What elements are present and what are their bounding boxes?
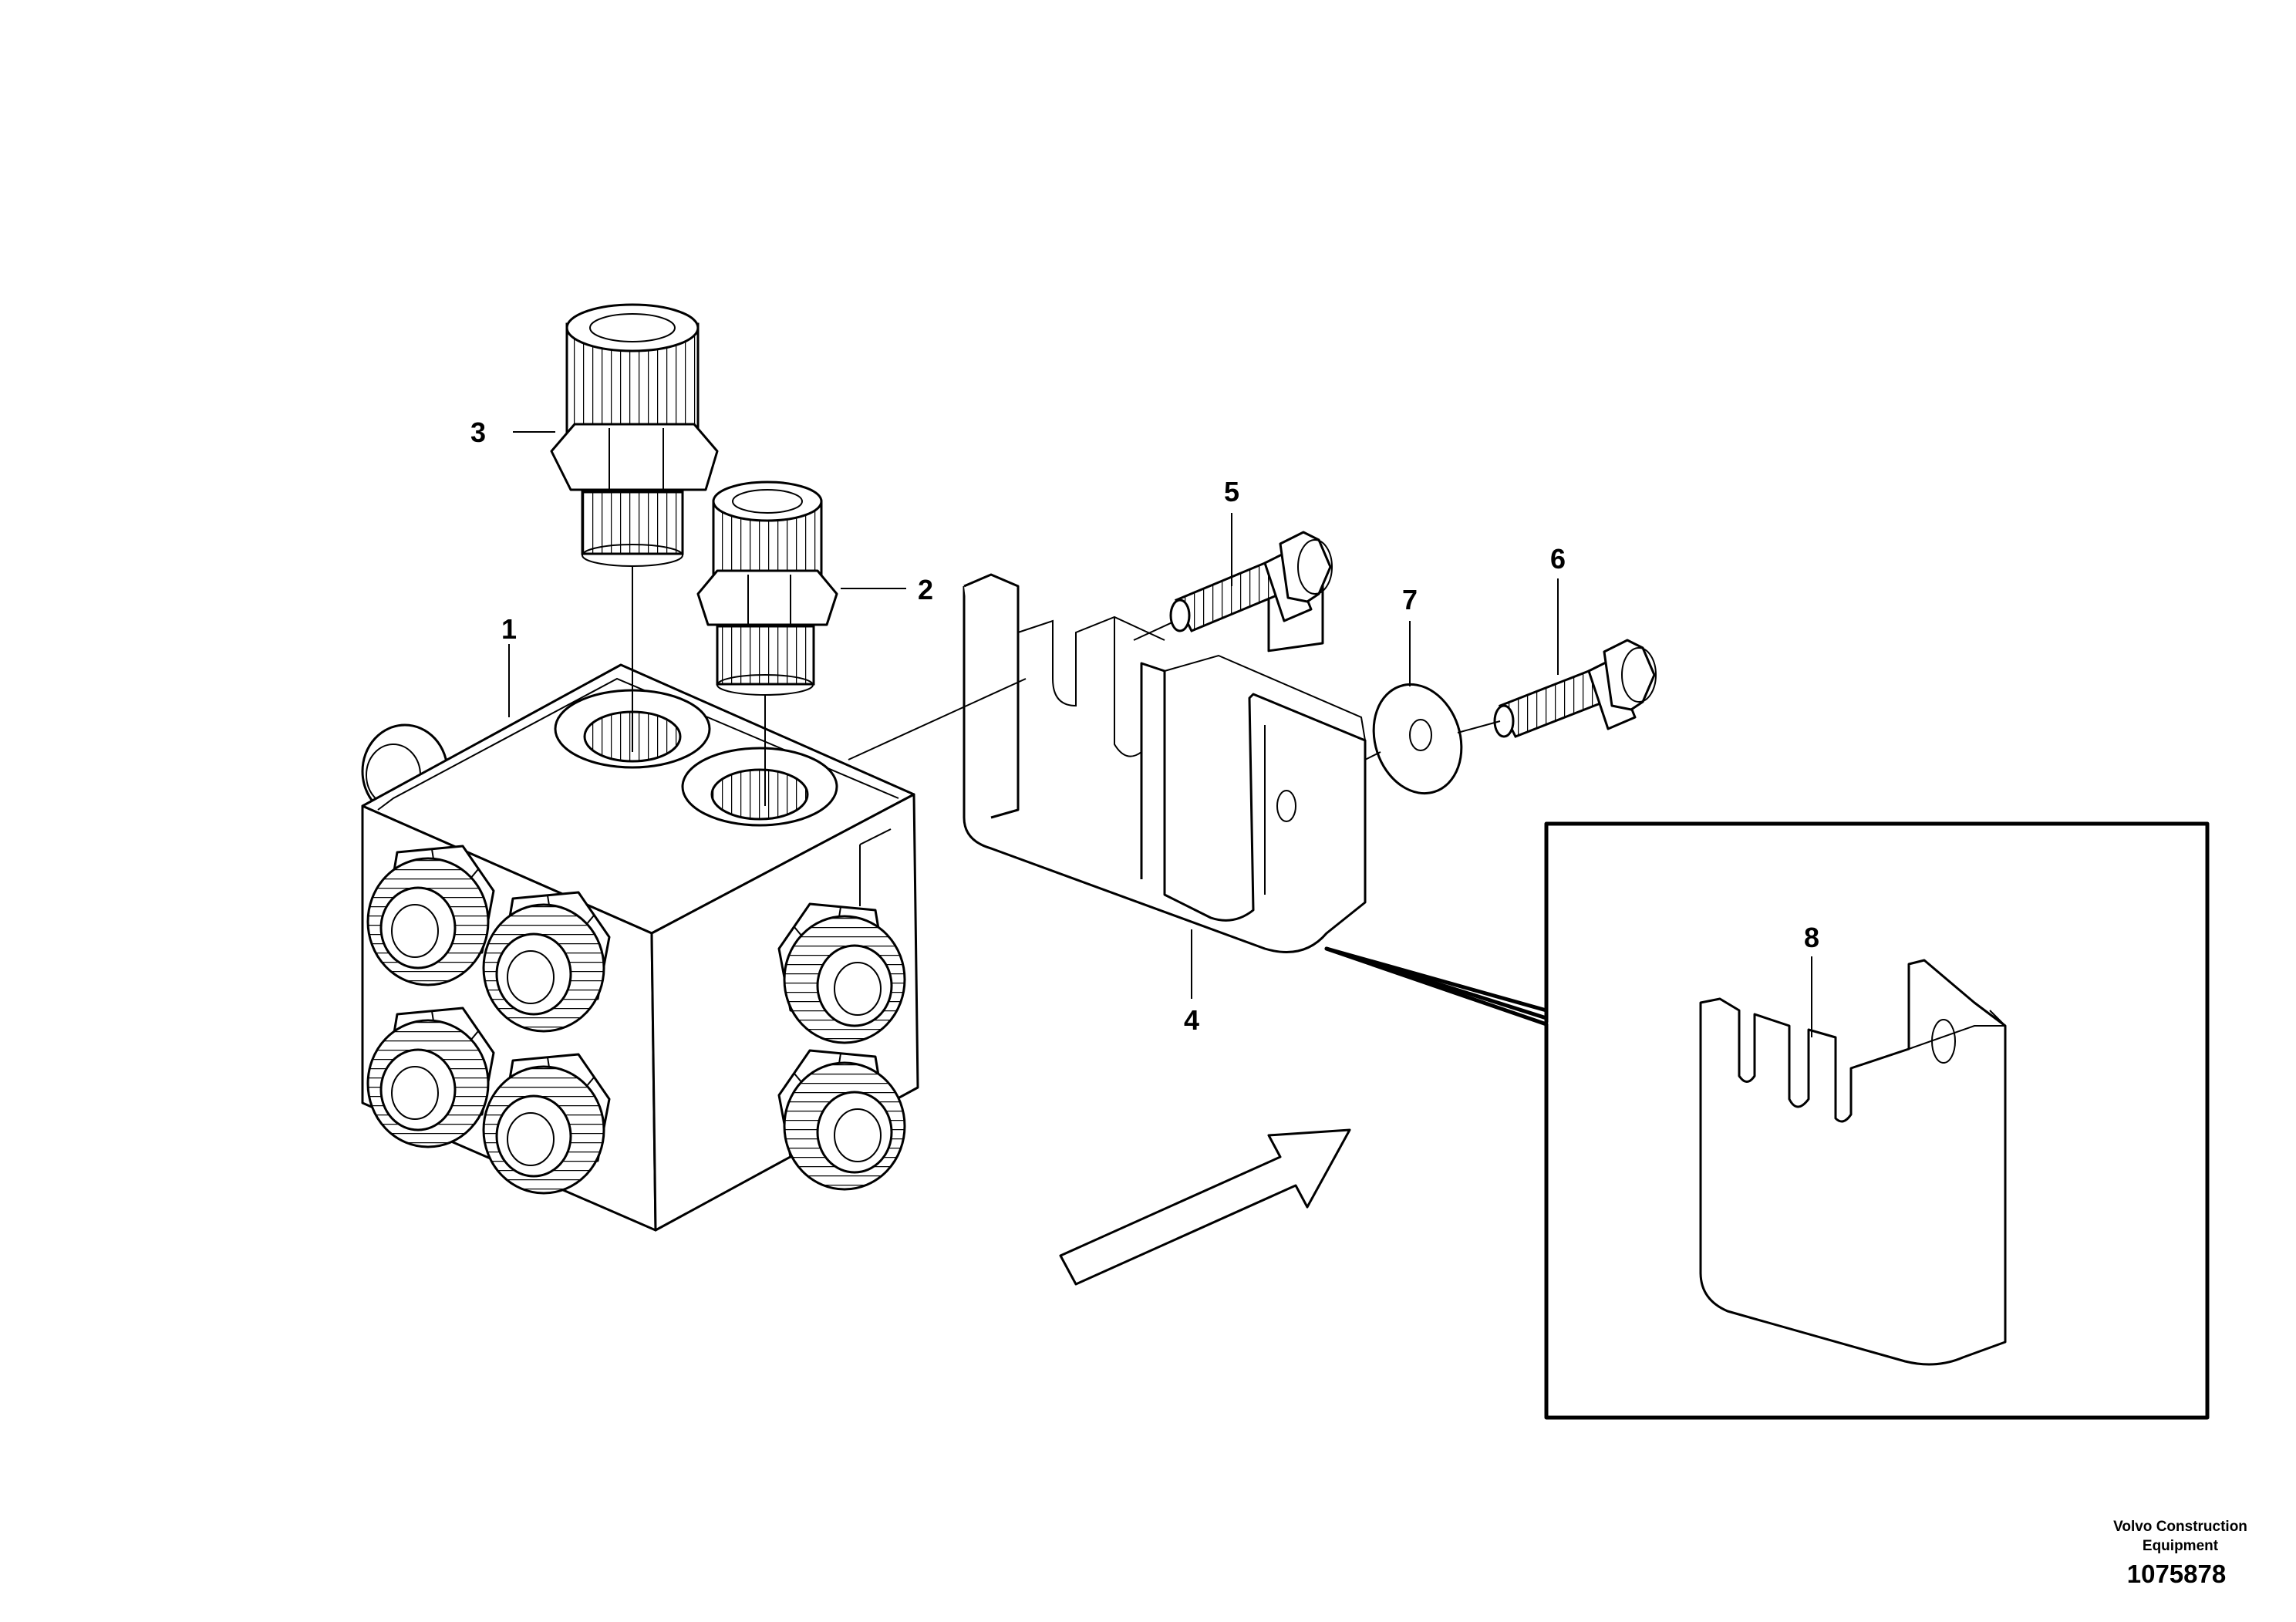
valve-block: [361, 663, 919, 1232]
callout-5: 5: [1224, 476, 1239, 508]
callout-8: 8: [1804, 922, 1819, 953]
callout-6: 6: [1550, 543, 1566, 575]
detail-view: [1324, 821, 2210, 1420]
bolt-6: [1457, 639, 1657, 738]
fitting-2: [696, 481, 838, 806]
callout-7: 7: [1402, 584, 1418, 615]
bolt-5: [1169, 531, 1333, 632]
document-number: 1075878: [2127, 1560, 2226, 1588]
callout-4: 4: [1184, 1004, 1199, 1036]
leader-lines: [508, 431, 1812, 1037]
bracket: [848, 572, 1367, 953]
callout-1: 1: [501, 613, 517, 645]
fitting-3: [550, 303, 719, 752]
callout-3: 3: [470, 416, 486, 448]
brand-line-2: Equipment: [2143, 1538, 2219, 1554]
callout-2: 2: [918, 574, 933, 605]
brand-line-1: Volvo Construction: [2113, 1519, 2247, 1535]
washer-7: [1364, 683, 1463, 795]
view-direction-arrow-icon: [1059, 1128, 1351, 1286]
